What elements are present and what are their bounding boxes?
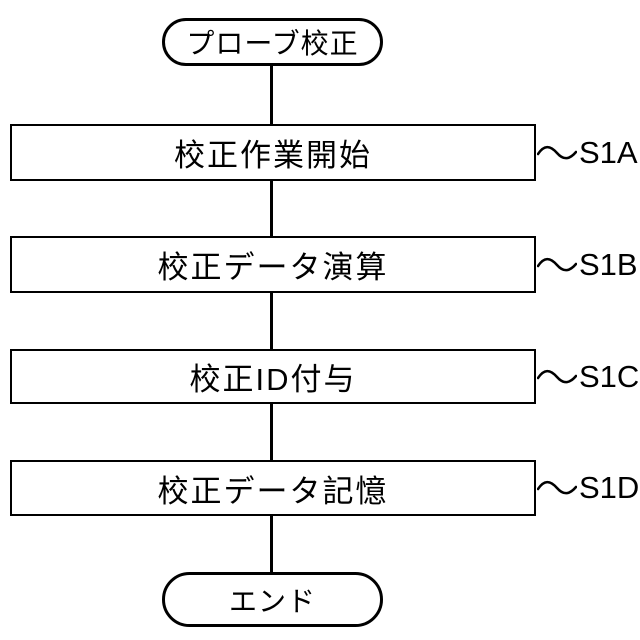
process-box-s1a: 校正作業開始	[10, 124, 536, 181]
process-label: 校正データ演算	[157, 250, 389, 285]
tilde-connector-icon	[537, 145, 577, 160]
tilde-connector-icon	[537, 257, 577, 272]
process-label: 校正データ記憶	[157, 473, 389, 509]
step-tag-label: S1C	[579, 359, 640, 394]
process-box-s1c: 校正ID付与	[10, 349, 536, 404]
step-tag-s1b: S1B	[537, 248, 638, 282]
terminal-start: プローブ校正	[162, 18, 383, 66]
tilde-connector-icon	[537, 480, 577, 495]
process-label: 校正ID付与	[189, 362, 357, 397]
flow-connector	[270, 291, 273, 351]
flow-connector	[270, 402, 273, 462]
flow-connector	[270, 179, 273, 238]
process-box-s1d: 校正データ記憶	[10, 460, 536, 516]
process-label: 校正作業開始	[174, 138, 372, 173]
process-box-s1b: 校正データ演算	[10, 236, 536, 293]
step-tag-s1c: S1C	[537, 360, 639, 394]
terminal-end-label: エンド	[228, 585, 316, 617]
step-tag-s1d: S1D	[537, 471, 639, 505]
flow-connector	[270, 64, 273, 126]
step-tag-s1a: S1A	[537, 136, 638, 170]
tilde-connector-icon	[537, 369, 577, 384]
step-tag-label: S1A	[579, 135, 638, 170]
terminal-end: エンド	[162, 572, 383, 627]
step-tag-label: S1B	[579, 247, 638, 282]
flow-connector	[270, 514, 273, 574]
terminal-start-label: プローブ校正	[186, 28, 359, 59]
step-tag-label: S1D	[579, 470, 640, 505]
